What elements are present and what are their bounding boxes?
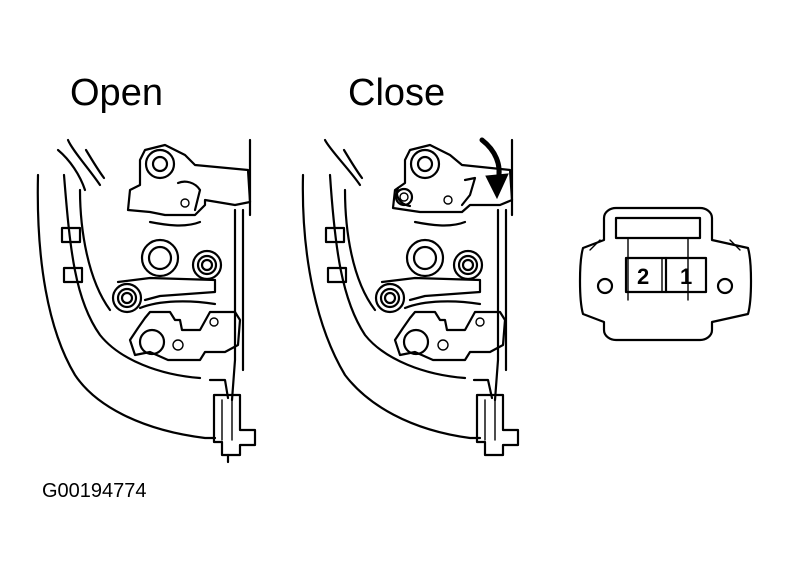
latch-close-drawing — [301, 137, 520, 457]
pin-1-label: 1 — [680, 264, 692, 289]
close-state-label: Close — [348, 72, 446, 114]
latch-open-drawing — [36, 138, 257, 464]
connector-drawing: 2 1 — [578, 206, 753, 342]
open-state-label: Open — [70, 72, 163, 114]
pin-2-label: 2 — [637, 264, 649, 289]
figure-id: G00194774 — [42, 480, 147, 502]
